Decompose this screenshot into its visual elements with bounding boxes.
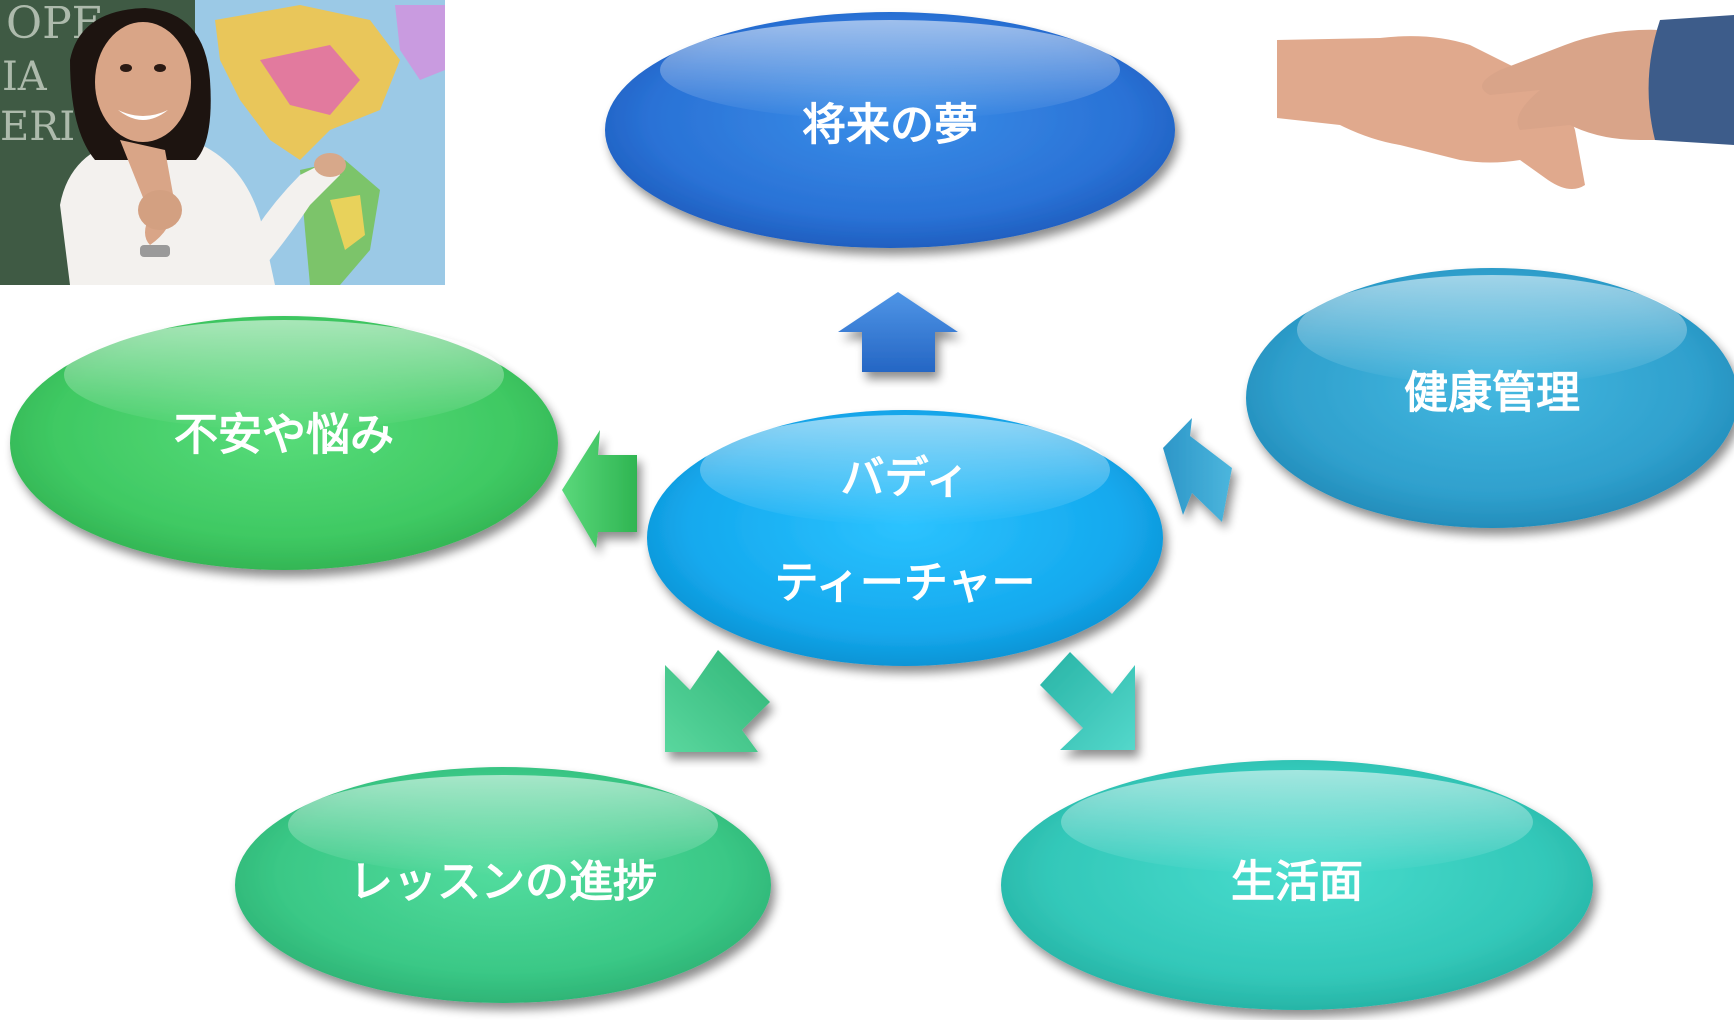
node-anxieties-worries: 不安や悩み (10, 316, 558, 570)
board-lettering: IA (2, 54, 48, 100)
sleeve (1648, 15, 1734, 145)
node-label-left: 不安や悩み (174, 410, 394, 461)
handshake-photo (1277, 0, 1734, 225)
arrow-down-left-icon (665, 650, 770, 752)
board-lettering: ERI (0, 104, 75, 150)
node-label-top: 将来の夢 (802, 100, 978, 151)
center-label-line2: ティーチャー (775, 558, 1036, 609)
arrow-left-icon (562, 430, 637, 548)
center-label-line1: バディ (841, 453, 970, 504)
teacher-photo: OPE IA ERI (0, 0, 445, 285)
arrow-down-right-icon (1040, 652, 1135, 750)
node-daily-life: 生活面 (1001, 760, 1593, 1010)
node-label-right: 健康管理 (1404, 368, 1580, 419)
node-label-bottom-right: 生活面 (1231, 857, 1363, 908)
node-lesson-progress: レッスンの進捗 (235, 767, 771, 1003)
node-label-bottom-left: レッスンの進捗 (349, 857, 657, 908)
node-future-dreams: 将来の夢 (605, 12, 1175, 248)
node-health-management: 健康管理 (1246, 268, 1734, 528)
teacher-figure (60, 8, 346, 285)
node-buddy-teacher: バディ ティーチャー (647, 410, 1163, 666)
arrow-right-icon (1163, 418, 1232, 522)
arrow-up-icon (838, 292, 958, 372)
